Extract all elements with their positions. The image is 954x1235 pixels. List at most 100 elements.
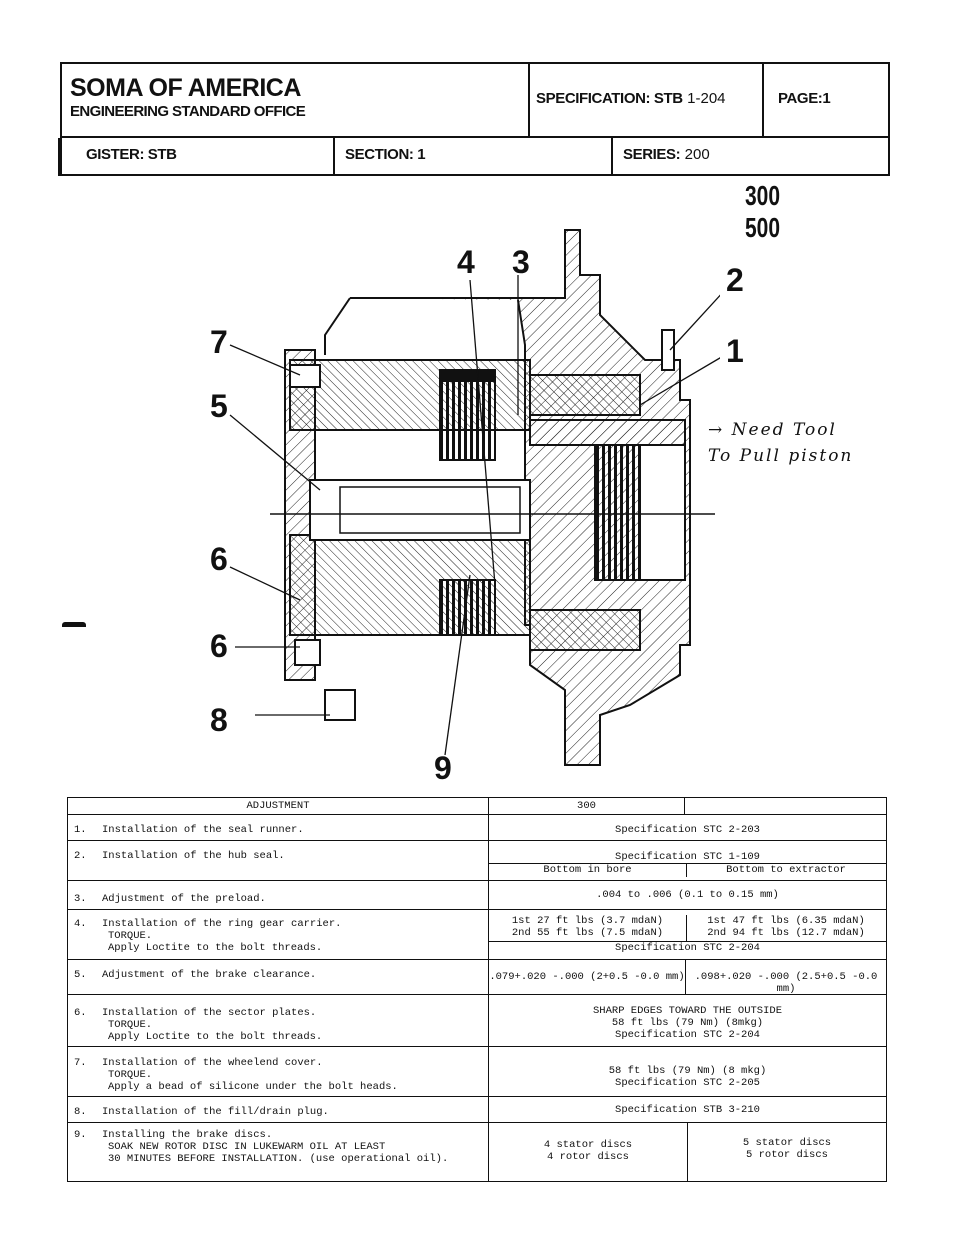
row-description-note: 30 MINUTES BEFORE INSTALLATION. (use ope… [108, 1153, 449, 1165]
margin-dash [62, 622, 86, 627]
table-row: 3. Adjustment of the preload. .004 to .00… [68, 881, 886, 910]
row-number: 8. [74, 1106, 87, 1118]
brake-disc-pack-top [439, 369, 496, 461]
series-cell: SERIES: 200 [613, 136, 890, 176]
row-right-line: .098+.020 -.000 (2.5+0.5 -0.0 mm) [694, 971, 878, 995]
series-extra-300: 300 [745, 180, 781, 211]
row-sub-right: Bottom to extractor [726, 864, 846, 876]
document-header: SOMA OF AMERICA ENGINEERING STANDARD OFF… [60, 62, 890, 176]
row-description-torque: TORQUE. [108, 930, 153, 942]
row-description: Installation of the ring gear carrier. [102, 918, 342, 930]
callout-4: 4 [457, 244, 475, 280]
row-description: Installation of the hub seal. [102, 850, 285, 862]
brake-disc-pack-bottom [439, 579, 496, 636]
input-shaft [309, 479, 531, 541]
row-value: Specification STC 2-204 [615, 1029, 760, 1041]
header-500 [685, 798, 886, 814]
table-row: 1. Installation of the seal runner. Speci… [68, 815, 886, 841]
row-description-torque: TORQUE. [108, 1069, 153, 1081]
header-row-bottom: GISTER: STB SECTION: 1 SERIES: 200 [62, 136, 888, 176]
piston-disc-stack [594, 444, 641, 581]
section-cell: SECTION: 1 [335, 136, 613, 176]
margin-mark [58, 138, 61, 176]
series-label: SERIES: [623, 146, 681, 163]
section-label: SECTION: 1 [345, 146, 426, 163]
specification-value: 1-204 [687, 90, 726, 107]
row-value: Specification STC 2-205 [615, 1077, 760, 1089]
company-cell: SOMA OF AMERICA ENGINEERING STANDARD OFF… [62, 64, 530, 136]
bolt-top [289, 364, 321, 388]
hub-cross-section-diagram [229, 229, 720, 766]
row-number: 9. [74, 1129, 87, 1141]
row-number: 4. [74, 918, 87, 930]
row-left-line: 4 stator discs [543, 1139, 633, 1151]
handwritten-note-line2: To Pull piston [708, 446, 854, 466]
row-value: 58 ft lbs (79 Nm) (8mkg) [611, 1017, 764, 1029]
row-value: Specification STB 3-210 [615, 1104, 760, 1116]
row-description-note: Apply a bead of silicone under the bolt … [108, 1081, 398, 1093]
header-adjustment: ADJUSTMENT [68, 798, 489, 814]
department-name: ENGINEERING STANDARD OFFICE [70, 103, 306, 120]
table-row: 2. Installation of the hub seal. Specific… [68, 841, 886, 881]
row-description: Installation of the seal runner. [102, 824, 304, 836]
row-sub-left: Bottom in bore [489, 864, 687, 877]
row-left-line: 1st 27 ft lbs (3.7 mdaN) [511, 915, 664, 927]
table-row: 6. Installation of the sector plates. TOR… [68, 995, 886, 1047]
table-row: 4. Installation of the ring gear carrier.… [68, 910, 886, 960]
callout-1: 1 [726, 333, 744, 369]
row-value: .004 to .006 (0.1 to 0.15 mm) [596, 889, 779, 901]
row-right-line: 2nd 94 ft lbs (12.7 mdaN) [707, 927, 865, 939]
bleeder-fitting [661, 329, 675, 371]
handwritten-note-line1: → Need Tool [708, 420, 837, 440]
row-right-line: 5 rotor discs [746, 1149, 828, 1161]
specification-label: SPECIFICATION: STB [536, 90, 683, 107]
row-number: 3. [74, 893, 87, 905]
row-description: Adjustment of the preload. [102, 893, 266, 905]
row-number: 7. [74, 1057, 87, 1069]
row-description-torque: TORQUE. [108, 1019, 153, 1031]
adjustment-table: ADJUSTMENT 300 1. Installation of the sea… [67, 797, 887, 1182]
row-value: Specification STC 1-109 [489, 851, 886, 864]
row-description: Installation of the fill/drain plug. [102, 1106, 329, 1118]
bolt-bottom [294, 639, 321, 666]
series-extra-500: 500 [745, 212, 781, 243]
callout-6a: 6 [210, 541, 228, 577]
callout-5: 5 [210, 388, 228, 424]
row-description: Installing the brake discs. [102, 1129, 273, 1141]
series-value: 200 [684, 146, 710, 163]
header-300: 300 [489, 798, 685, 814]
table-row: 8. Installation of the fill/drain plug. S… [68, 1097, 886, 1123]
tapered-bearing-top [529, 374, 641, 416]
row-right-line: 1st 47 ft lbs (6.35 mdaN) [707, 915, 865, 927]
row-description: Installation of the sector plates. [102, 1007, 317, 1019]
row-value: 58 ft lbs (79 Nm) (8 mkg) [608, 1065, 767, 1077]
row-left-line: 4 rotor discs [547, 1151, 629, 1163]
row-left-line: 2nd 55 ft lbs (7.5 mdaN) [511, 927, 664, 939]
table-row: 5. Adjustment of the brake clearance. .07… [68, 960, 886, 995]
table-row: 7.Installation of the wheelend cover. TO… [68, 1047, 886, 1097]
callout-3: 3 [512, 244, 530, 280]
page-label: PAGE:1 [778, 90, 831, 107]
callout-6b: 6 [210, 628, 228, 664]
table-header-row: ADJUSTMENT 300 [68, 798, 886, 815]
row-number: 5. [74, 969, 87, 981]
register-cell: GISTER: STB [62, 136, 335, 176]
specification-cell: SPECIFICATION: STB 1-204 [530, 64, 764, 136]
tapered-bearing-bottom [529, 609, 641, 651]
row-description-note: Apply Loctite to the bolt threads. [108, 1031, 323, 1043]
row-left-line: .079+.020 -.000 (2+0.5 -0.0 mm) [489, 960, 686, 994]
callout-9: 9 [434, 750, 452, 786]
table-row: 9. Installing the brake discs. SOAK NEW R… [68, 1123, 886, 1181]
register-label: GISTER: STB [86, 146, 177, 163]
row-value: Specification STC 2-204 [489, 941, 886, 954]
row-number: 6. [74, 1007, 87, 1019]
callout-8: 8 [210, 702, 228, 738]
row-description-warning: SOAK NEW ROTOR DISC IN LUKEWARM OIL AT L… [108, 1141, 386, 1153]
row-number: 1. [74, 824, 87, 836]
row-description: Adjustment of the brake clearance. [102, 969, 317, 981]
row-value: Specification STC 2-203 [615, 824, 760, 836]
company-name: SOMA OF AMERICA [70, 74, 301, 102]
callout-2: 2 [726, 262, 744, 298]
row-number: 2. [74, 850, 87, 862]
row-description-note: Apply Loctite to the bolt threads. [108, 942, 323, 954]
